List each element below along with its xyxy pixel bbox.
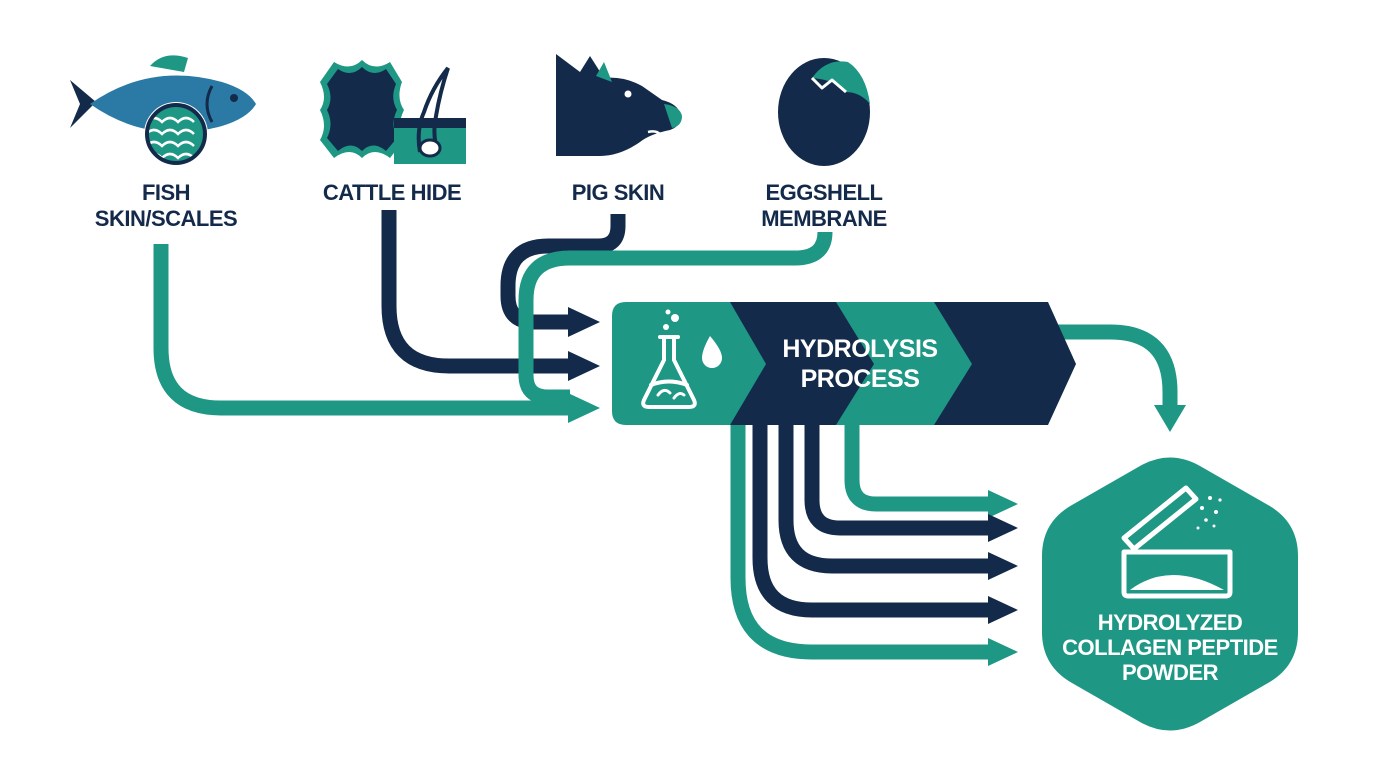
process-label-line-1: HYDROLYSIS (782, 335, 938, 363)
arrowhead-cattle (568, 351, 600, 381)
arrowhead-out-4 (988, 638, 1018, 666)
arrowhead-pig (568, 307, 600, 337)
process-label: HYDROLYSIS PROCESS (760, 334, 960, 394)
connector-out-2 (778, 425, 990, 574)
source-label-pig-line-1: PIG SKIN (571, 180, 665, 205)
output-label-line-1: HYDROLYZED (1097, 610, 1243, 635)
source-label-cattle: CATTLE HIDE (300, 180, 484, 206)
connector-out-4 (730, 425, 990, 660)
output-connectors (730, 324, 1178, 660)
pig-icon (556, 54, 682, 156)
source-label-cattle-line-1: CATTLE HIDE (322, 180, 462, 205)
output-arrowheads (988, 405, 1186, 666)
source-label-egg-line-2: MEMBRANE (761, 206, 887, 231)
flask-icon (641, 309, 722, 409)
connector-out-0 (844, 425, 990, 512)
process-label-line-2: PROCESS (800, 365, 920, 393)
process-band (612, 302, 1076, 425)
source-connectors (153, 210, 833, 416)
connector-out-1 (804, 425, 990, 536)
connector-out-3 (752, 425, 990, 618)
connector-egg (518, 231, 833, 405)
source-label-fish: FISH SKIN/SCALES (66, 180, 266, 232)
source-label-pig: PIG SKIN (536, 180, 700, 206)
powder-container-icon (1121, 485, 1233, 599)
fish-icon (70, 55, 256, 166)
source-label-egg-line-1: EGGSHELL (765, 180, 883, 205)
output-label-line-3: POWDER (1122, 660, 1219, 685)
process-segment-2 (730, 302, 874, 425)
cattle-hide-icon (320, 60, 466, 164)
arrowhead-out-2 (988, 552, 1018, 580)
output-label-line-2: COLLAGEN PEPTIDE (1062, 635, 1278, 660)
connector-pig (500, 214, 626, 330)
source-label-fish-line-2: SKIN/SCALES (94, 206, 238, 231)
connector-fish (153, 244, 570, 416)
process-segment-3 (836, 302, 972, 425)
connector-out-top (1058, 324, 1178, 408)
arrowhead-fish (568, 393, 600, 423)
process-segment-1 (612, 302, 766, 425)
arrowhead-out-top (1154, 405, 1186, 432)
output-label: HYDROLYZED COLLAGEN PEPTIDE POWDER (1050, 610, 1290, 685)
arrowhead-out-3 (988, 596, 1018, 624)
source-label-egg: EGGSHELL MEMBRANE (736, 180, 912, 232)
source-label-fish-line-1: FISH (141, 180, 191, 205)
process-segment-4 (934, 302, 1076, 425)
eggshell-icon (778, 58, 870, 166)
source-arrowheads (568, 307, 600, 423)
connector-cattle (381, 210, 570, 374)
arrowhead-out-0 (988, 490, 1018, 518)
arrowhead-out-1 (988, 514, 1018, 542)
